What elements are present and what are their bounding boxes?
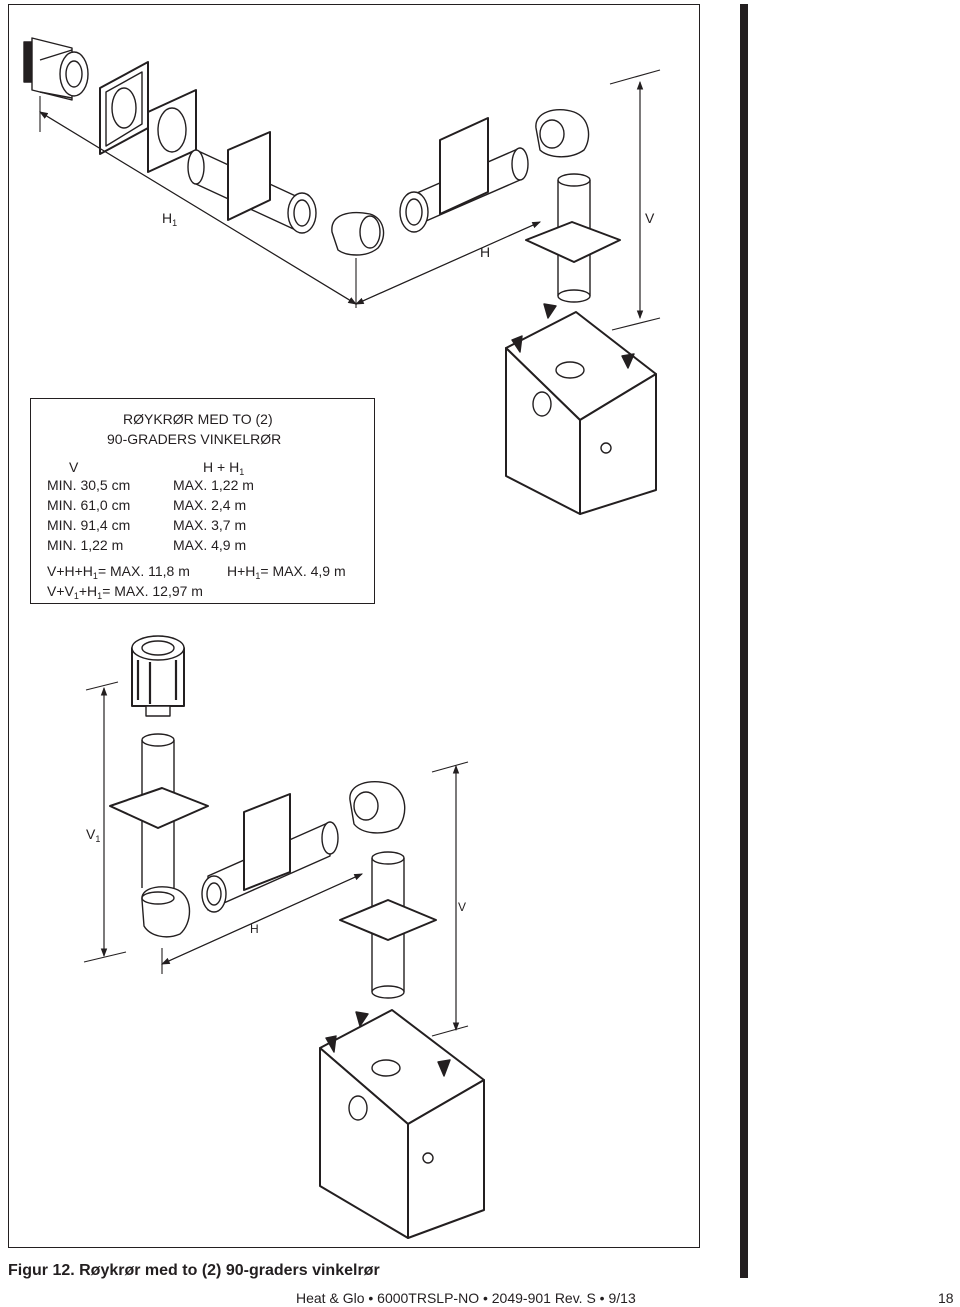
- top-elbow-2: [535, 109, 590, 158]
- bottom-vertical-pipe-2: [339, 851, 437, 999]
- top-dimension-lines: [39, 69, 661, 331]
- top-wall-plate-2: [147, 89, 197, 173]
- bottom-dimension-lines: [83, 681, 469, 1037]
- top-wall-plate-1: [99, 61, 149, 155]
- spec-formula-1: V+H+H1= MAX. 11,8 m: [47, 563, 190, 581]
- spec-row-2-h: MAX. 2,4 m: [173, 497, 247, 513]
- bottom-elbow-2: [349, 781, 406, 834]
- bottom-label-v1: V1: [86, 826, 101, 844]
- spec-row-1-h: MAX. 1,22 m: [173, 477, 254, 493]
- bottom-fireplace-unit: [319, 1009, 485, 1239]
- page-footer: Heat & Glo • 6000TRSLP-NO • 2049-901 Rev…: [296, 1290, 636, 1306]
- spec-formula-3: V+V1+H1= MAX. 12,97 m: [47, 583, 203, 601]
- bottom-termination-cap: [131, 635, 185, 717]
- bottom-vertical-pipe-1: [109, 733, 209, 888]
- spec-table-box: RØYKRØR MED TO (2) 90-GRADERS VINKELRØR …: [30, 398, 375, 604]
- page-number: 18: [938, 1290, 954, 1306]
- spec-row-4-h: MAX. 4,9 m: [173, 537, 247, 553]
- spec-row-2-v: MIN. 61,0 cm: [47, 497, 131, 513]
- top-termination-cap: [23, 37, 89, 101]
- spec-formula-2: H+H1= MAX. 4,9 m: [227, 563, 346, 581]
- spec-row-1-v: MIN. 30,5 cm: [47, 477, 131, 493]
- spec-title-line2: 90-GRADERS VINKELRØR: [107, 431, 282, 447]
- top-vertical-pipe: [525, 173, 621, 303]
- top-pipe-section-1: [187, 131, 317, 234]
- spec-row-3-v: MIN. 91,4 cm: [47, 517, 131, 533]
- spec-row-4-v: MIN. 1,22 m: [47, 537, 124, 553]
- top-label-v: V: [645, 210, 655, 226]
- spec-col-h-header: H + H1: [203, 459, 245, 477]
- spec-col-v-header: V: [69, 459, 79, 475]
- bottom-label-v: V: [458, 900, 467, 914]
- top-fireplace-unit: [505, 303, 657, 515]
- top-elbow-1: [331, 211, 385, 256]
- top-label-h1: H1: [162, 210, 178, 228]
- bottom-elbow-1: [141, 886, 191, 938]
- bottom-label-h: H: [250, 922, 259, 936]
- page-side-bar: [740, 4, 748, 1278]
- figure-frame: [8, 4, 700, 1248]
- bottom-horizontal-pipe: [201, 793, 339, 913]
- top-label-h: H: [480, 244, 491, 260]
- top-pipe-section-2: [399, 117, 529, 233]
- figure-caption: Figur 12. Røykrør med to (2) 90-graders …: [8, 1262, 380, 1279]
- spec-row-3-h: MAX. 3,7 m: [173, 517, 247, 533]
- spec-title-line1: RØYKRØR MED TO (2): [123, 411, 273, 427]
